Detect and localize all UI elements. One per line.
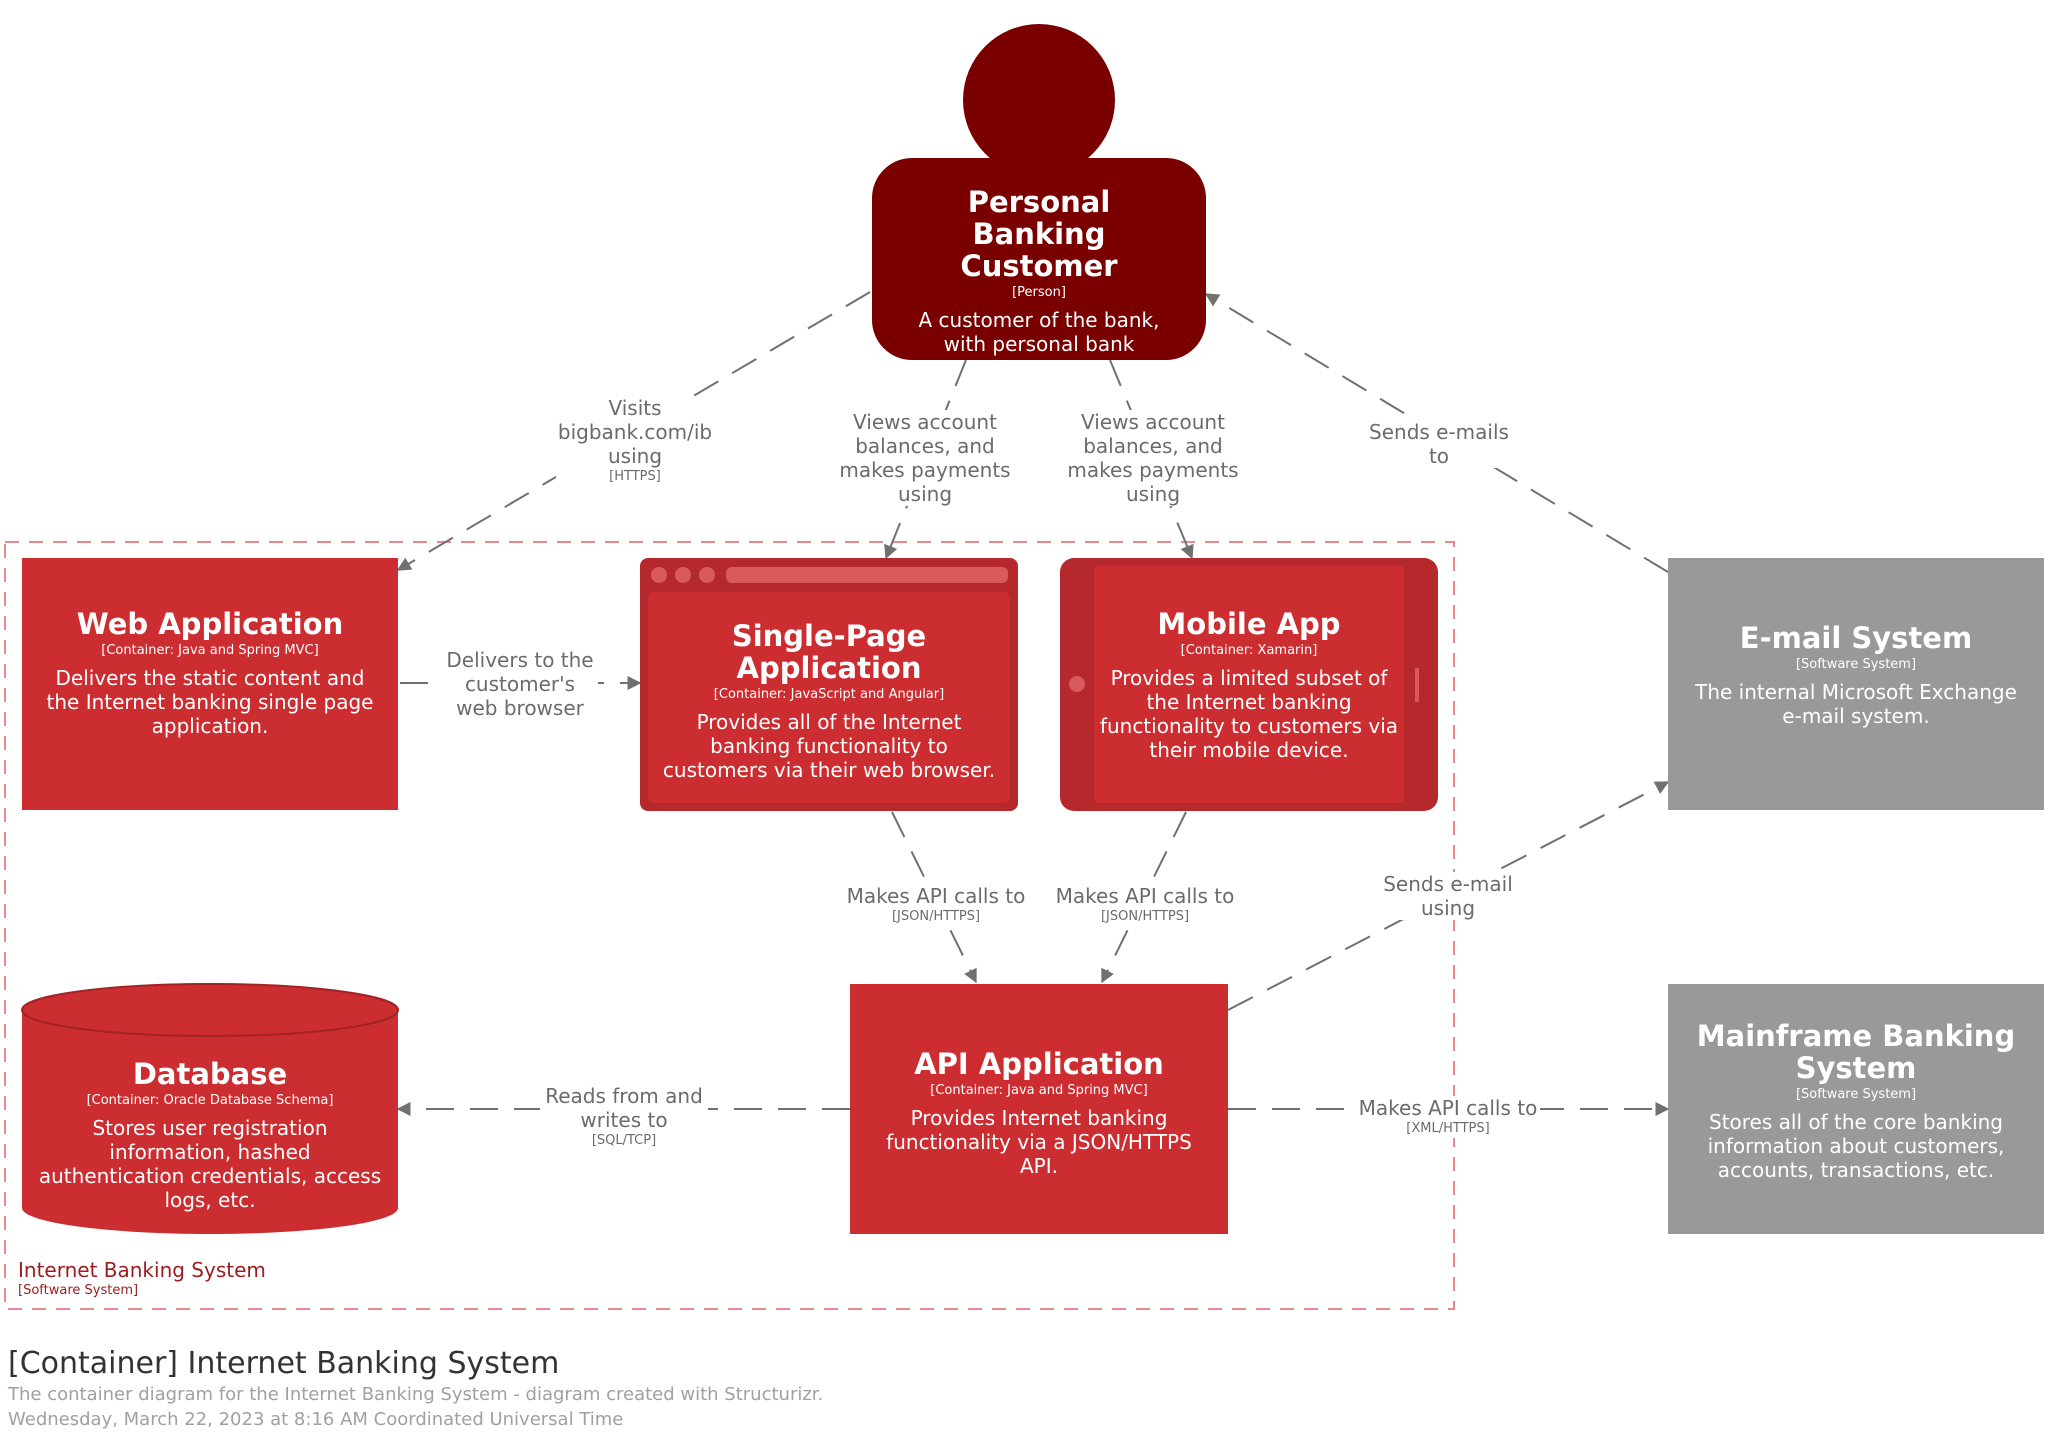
email-name: E-mail System <box>1739 621 1973 655</box>
rel-api-mainframe-tech: [XML/HTTPS] <box>1406 1121 1490 1136</box>
rel-views-spa-label: Views account balances, and makes paymen… <box>838 410 1012 506</box>
rel-views-spa-text: Views account balances, and makes paymen… <box>839 410 1011 506</box>
database-type: [Container: Oracle Database Schema] <box>86 1093 334 1108</box>
mobile-device-frame <box>1060 558 1438 811</box>
rel-visits-tech: [HTTPS] <box>609 469 661 484</box>
email-type: [Software System] <box>1795 657 1917 672</box>
rel-views-mobile-label: Views account balances, and makes paymen… <box>1066 410 1240 506</box>
spa-description: Provides all of the Internet banking fun… <box>662 710 996 782</box>
rel-mobile-api-text: Makes API calls to <box>1055 884 1235 908</box>
software-system-mainframe[interactable]: Mainframe Banking System [Software Syste… <box>1668 984 2044 1234</box>
person-type: [Person] <box>1012 285 1066 300</box>
mainframe-type: [Software System] <box>1795 1087 1917 1102</box>
rel-mobile-api-tech: [JSON/HTTPS] <box>1100 909 1190 924</box>
diagram-date: Wednesday, March 22, 2023 at 8:16 AM Coo… <box>8 1409 624 1430</box>
rel-spa-api-label: Makes API calls to [JSON/HTTPS] <box>846 884 1026 926</box>
rel-spa-api-tech: [JSON/HTTPS] <box>891 909 981 924</box>
diagram-title: [Container] Internet Banking System <box>8 1346 560 1381</box>
rel-api-mainframe-label: Makes API calls to [XML/HTTPS] <box>1356 1096 1540 1138</box>
browser-frame <box>640 558 1018 811</box>
database-description: Stores user registration information, ha… <box>38 1116 382 1212</box>
boundary-label: Internet Banking System [Software System… <box>18 1258 266 1300</box>
mobile-app-description: Provides a limited subset of the Interne… <box>1099 666 1399 762</box>
container-web-application[interactable]: Web Application [Container: Java and Spr… <box>22 558 398 810</box>
rel-delivers-text: Delivers to the customer's web browser <box>446 648 594 720</box>
spa-name: Single-Page Application <box>731 619 927 685</box>
api-description: Provides Internet banking functionality … <box>886 1106 1192 1178</box>
person-personal-banking-customer[interactable]: Personal Banking Customer [Person] A cus… <box>872 158 1206 380</box>
rel-visits-label: Visits bigbank.com/ib using [HTTPS] <box>556 396 714 486</box>
database-cylinder <box>21 983 399 1234</box>
rel-mobile-api-label: Makes API calls to [JSON/HTTPS] <box>1055 884 1235 926</box>
boundary-type: [Software System] <box>18 1283 139 1298</box>
rel-sends-emails-label: Sends e-mails to <box>1356 420 1522 468</box>
container-single-page-application[interactable]: Single-Page Application [Container: Java… <box>648 592 1010 803</box>
database-name: Database <box>132 1057 288 1091</box>
web-app-description: Delivers the static content and the Inte… <box>46 666 374 738</box>
person-description: A customer of the bank, with personal ba… <box>918 308 1160 380</box>
rel-reads-writes-text: Reads from and writes to <box>545 1084 703 1132</box>
mainframe-name: Mainframe Banking System <box>1696 1019 2016 1085</box>
api-type: [Container: Java and Spring MVC] <box>930 1083 1148 1098</box>
rel-sends-email-using-text: Sends e-mail using <box>1383 872 1513 920</box>
rel-delivers-label: Delivers to the customer's web browser <box>442 648 598 720</box>
web-app-type: [Container: Java and Spring MVC] <box>101 643 319 658</box>
web-app-name: Web Application <box>76 607 344 641</box>
rel-spa-api-text: Makes API calls to <box>846 884 1026 908</box>
container-mobile-app[interactable]: Mobile App [Container: Xamarin] Provides… <box>1094 566 1404 803</box>
rel-views-mobile-text: Views account balances, and makes paymen… <box>1067 410 1239 506</box>
rel-sends-emails-text: Sends e-mails to <box>1369 420 1509 468</box>
person-head <box>963 24 1115 176</box>
boundary-frame <box>4 541 1455 1310</box>
container-database[interactable]: Database [Container: Oracle Database Sch… <box>22 1057 398 1212</box>
rel-sends-email-using-label: Sends e-mail using <box>1378 872 1518 920</box>
diagram-subtitle: The container diagram for the Internet B… <box>8 1384 824 1405</box>
rel-reads-writes-label: Reads from and writes to [SQL/TCP] <box>540 1084 708 1150</box>
mainframe-description: Stores all of the core banking informati… <box>1707 1110 2005 1182</box>
rel-reads-writes-tech: [SQL/TCP] <box>591 1133 657 1148</box>
container-api-application[interactable]: API Application [Container: Java and Spr… <box>850 984 1228 1234</box>
mobile-app-type: [Container: Xamarin] <box>1180 643 1318 658</box>
boundary-name: Internet Banking System <box>18 1258 266 1282</box>
rel-visits-text: Visits bigbank.com/ib using <box>557 396 713 468</box>
software-system-email[interactable]: E-mail System [Software System] The inte… <box>1668 558 2044 810</box>
email-description: The internal Microsoft Exchange e-mail s… <box>1695 680 2017 728</box>
api-name: API Application <box>914 1047 1164 1081</box>
spa-type: [Container: JavaScript and Angular] <box>713 687 945 702</box>
rel-api-mainframe-text: Makes API calls to <box>1358 1096 1538 1120</box>
person-name: Personal Banking Customer <box>960 185 1118 283</box>
mobile-app-name: Mobile App <box>1157 607 1341 641</box>
